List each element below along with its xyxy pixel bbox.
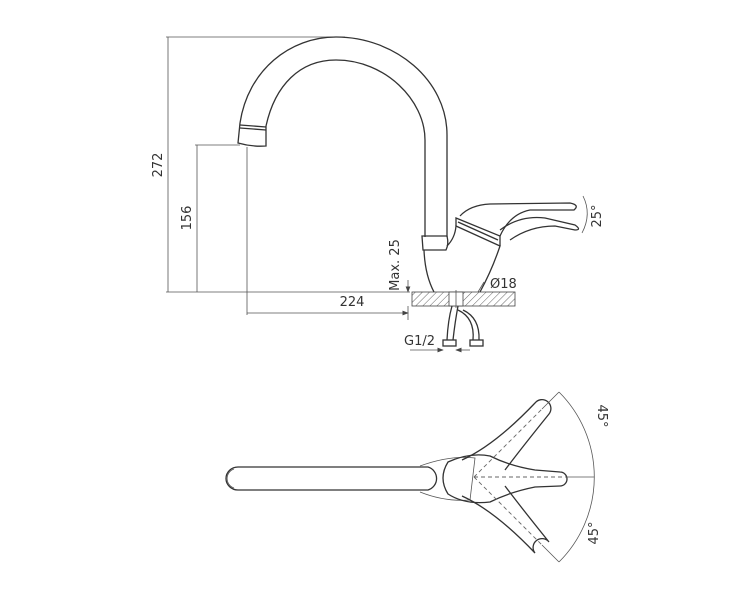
lever-handle: 25° — [459, 195, 605, 241]
connection-label: G1/2 — [404, 334, 435, 349]
dim-total-height-label: 272 — [151, 153, 166, 178]
lever-down-position — [461, 485, 550, 554]
dimension-g12: G1/2 — [404, 334, 470, 353]
angle-right-label: 45° — [587, 521, 602, 544]
supply-hoses — [442, 305, 484, 347]
side-view: 272 156 25° — [151, 36, 605, 353]
dimension-272: 272 — [151, 36, 345, 292]
angle-left-label: 45° — [594, 404, 609, 427]
lever-up-position — [461, 399, 552, 471]
dimension-max-25: Max. 25 — [388, 239, 411, 320]
spout — [237, 36, 448, 237]
dimension-156: 156 — [180, 144, 240, 292]
dimension-224: 224 — [246, 147, 409, 316]
spout-reach-label: 224 — [340, 295, 365, 310]
hole-diameter-label: Ø18 — [490, 277, 517, 292]
max-counter-label: Max. 25 — [388, 239, 403, 291]
dim-spout-height-label: 156 — [180, 206, 195, 231]
angle-arc — [558, 391, 595, 563]
spout-top — [225, 466, 438, 491]
countertop-section — [411, 290, 516, 308]
faucet-body — [421, 217, 501, 293]
aerator — [237, 122, 267, 147]
lever-angle-label: 25° — [590, 204, 605, 227]
top-view: 45° 45° — [225, 391, 609, 563]
body-top — [442, 454, 568, 504]
